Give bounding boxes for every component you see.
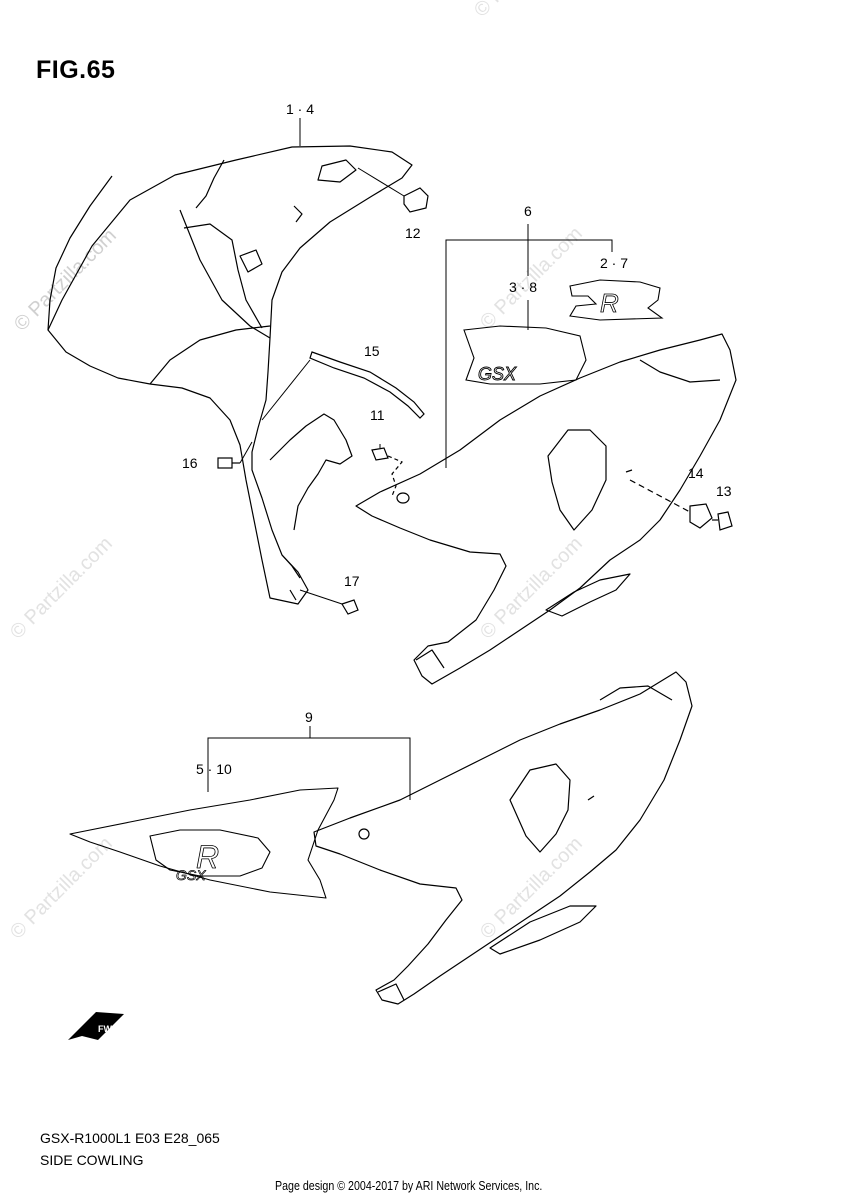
leader-lines <box>207 118 381 792</box>
label-part-12: 12 <box>405 225 421 241</box>
watermark-text: © Partzilla.com <box>6 533 117 644</box>
lower-decal-brand: GSX <box>176 867 206 883</box>
label-part-6: 6 <box>524 203 532 219</box>
copyright-notice: Page design © 2004-2017 by ARI Network S… <box>275 1178 543 1193</box>
gsx-decal-part: GSX <box>463 325 587 385</box>
lower-decal-part: R GSX <box>69 787 339 899</box>
part-labels: 1 · 4 12 6 2 · 7 3 · 8 15 11 16 14 13 17… <box>182 101 732 777</box>
upper-cowling-part <box>47 145 413 605</box>
side-cowling-lower-part <box>313 671 693 1005</box>
label-part-1-4: 1 · 4 <box>286 101 314 117</box>
watermark-text: © Partzilla.com <box>470 0 581 22</box>
figure-title: FIG.65 <box>36 56 116 84</box>
screw-part <box>371 447 403 497</box>
fastener-parts <box>629 479 733 531</box>
label-part-2-7: 2 · 7 <box>600 255 628 271</box>
screw-part <box>299 589 359 615</box>
side-cowling-upper-part <box>355 333 737 685</box>
callout-bracket <box>445 224 613 468</box>
watermark-text: © Partzilla.com <box>476 533 587 644</box>
label-part-3-8: 3 · 8 <box>509 279 537 295</box>
gsx-decal-text: GSX <box>478 364 517 384</box>
watermark-text: © Partzilla.com <box>10 225 121 336</box>
r-decal-letter: R <box>600 288 619 318</box>
section-name: SIDE COWLING <box>40 1152 144 1168</box>
label-part-17: 17 <box>344 573 360 589</box>
fwd-label: FWD <box>98 1024 119 1034</box>
label-part-11: 11 <box>370 407 385 423</box>
label-part-5-10: 5 · 10 <box>196 761 232 777</box>
label-part-13: 13 <box>716 483 732 499</box>
screw-part <box>217 441 253 469</box>
label-part-15: 15 <box>364 343 380 359</box>
lower-decal-letter: R <box>196 839 219 875</box>
callout-bracket <box>207 726 411 800</box>
grommet-part <box>357 167 429 213</box>
label-part-9: 9 <box>305 709 313 725</box>
model-code: GSX-R1000L1 E03 E28_065 <box>40 1130 220 1146</box>
watermark-layer: © Partzilla.com © Partzilla.com © Partzi… <box>6 0 587 944</box>
label-part-16: 16 <box>182 455 198 471</box>
forward-arrow-icon: FWD <box>68 1012 124 1040</box>
r-decal-part: R <box>569 279 664 321</box>
strip-part <box>261 351 425 421</box>
watermark-text: © Partzilla.com <box>6 833 117 944</box>
label-part-14: 14 <box>688 465 704 481</box>
